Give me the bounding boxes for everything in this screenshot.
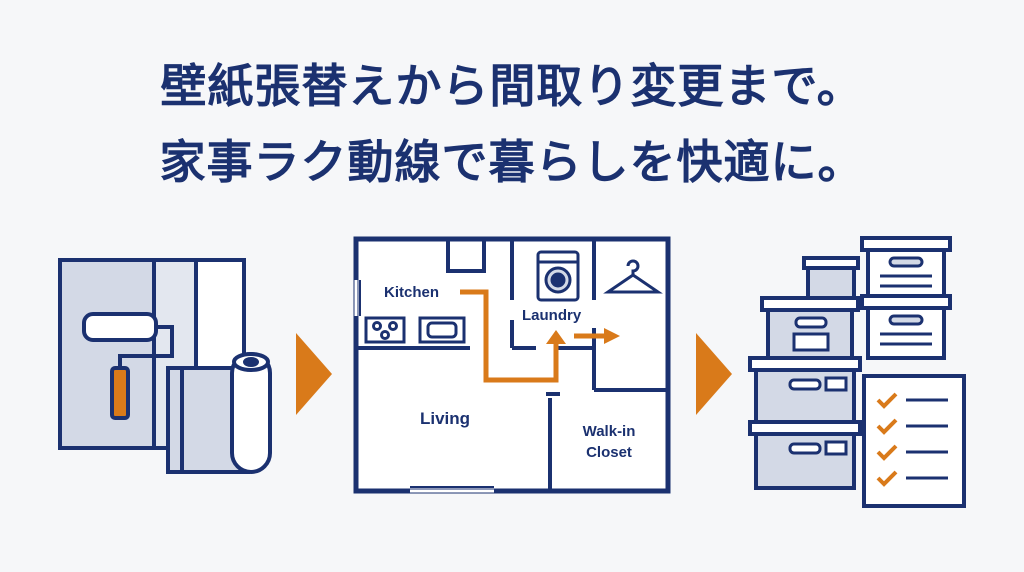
sink-icon: [418, 316, 466, 344]
path-arrowhead-right: [604, 328, 620, 344]
storage-box-icon: [860, 236, 952, 298]
arrow-right-icon: [696, 333, 732, 415]
floor-plan: [353, 236, 671, 494]
headline-line-2: 家事ラク動線で暮らしを快適に。: [159, 135, 865, 189]
arrow-right-icon: [296, 333, 332, 415]
kitchen-label: Kitchen: [384, 284, 439, 301]
path-arrowhead-up: [546, 330, 566, 344]
washing-machine-icon: [536, 250, 580, 302]
storage-box-icon: [760, 296, 860, 360]
storage-box-icon: [748, 356, 862, 424]
storage-box-icon: [802, 256, 860, 300]
headline-line-1: 壁紙張替えから間取り変更まで。: [160, 59, 864, 113]
closet-label-line-2: Closet: [586, 444, 632, 461]
living-label: Living: [420, 409, 470, 428]
laundry-label: Laundry: [522, 307, 582, 324]
hanger-icon: [603, 259, 663, 294]
storage-box-icon: [860, 294, 952, 360]
stove-icon: [364, 316, 406, 344]
wallpaper-roll-icon: [166, 352, 272, 474]
storage-box-icon: [748, 420, 862, 490]
paint-roller-icon: [82, 312, 174, 420]
checklist-icon: [862, 374, 966, 508]
closet-label-line-1: Walk-in: [583, 423, 636, 440]
movement-path-arrow: [460, 289, 606, 383]
